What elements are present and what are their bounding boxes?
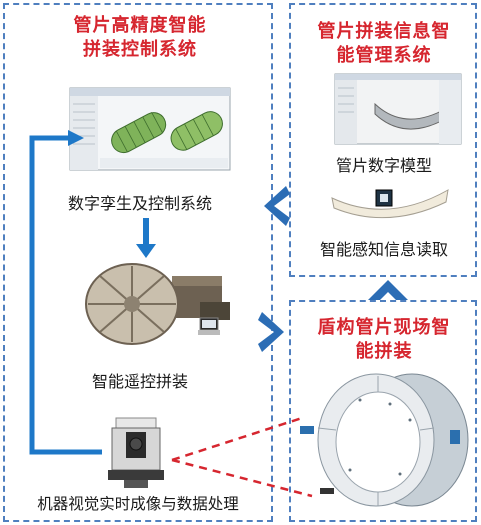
digital-twin-screenshot — [69, 87, 231, 171]
onsite-assembly-title-line2: 能拼装 — [355, 341, 413, 362]
segment-tag-image — [331, 189, 449, 219]
left-panel-title-line1: 管片高精度智能 — [73, 15, 207, 36]
tunnel-ring-image — [300, 373, 469, 507]
shield-machine-image — [85, 263, 230, 345]
info-management-title-line2: 能管理系统 — [336, 45, 432, 66]
up-chevron-arrow — [366, 280, 410, 306]
segment-model-label: 管片数字模型 — [335, 156, 432, 175]
machine-vision-label: 机器视觉实时成像与数据处理 — [37, 495, 239, 513]
remote-assembly-label: 智能遥控拼装 — [91, 372, 188, 391]
onsite-assembly-title: 盾构管片现场智 能拼装 — [296, 316, 472, 364]
laser-scanner-image — [108, 417, 164, 488]
left-panel-title-line2: 拼装控制系统 — [83, 39, 197, 60]
left-panel-title: 管片高精度智能 拼装控制系统 — [40, 14, 240, 62]
digital-twin-label: 数字孪生及控制系统 — [67, 194, 212, 213]
segment-model-screenshot — [334, 73, 462, 145]
onsite-assembly-title-line1: 盾构管片现场智 — [317, 317, 451, 338]
smart-sensing-label: 智能感知信息读取 — [319, 240, 448, 259]
left-chevron-arrow — [264, 186, 290, 226]
feedback-loop-arrow — [29, 130, 102, 455]
info-management-title: 管片拼装信息智 能管理系统 — [296, 20, 472, 68]
info-management-title-line1: 管片拼装信息智 — [317, 21, 451, 42]
right-chevron-arrow — [258, 312, 284, 352]
down-arrow — [136, 218, 156, 258]
